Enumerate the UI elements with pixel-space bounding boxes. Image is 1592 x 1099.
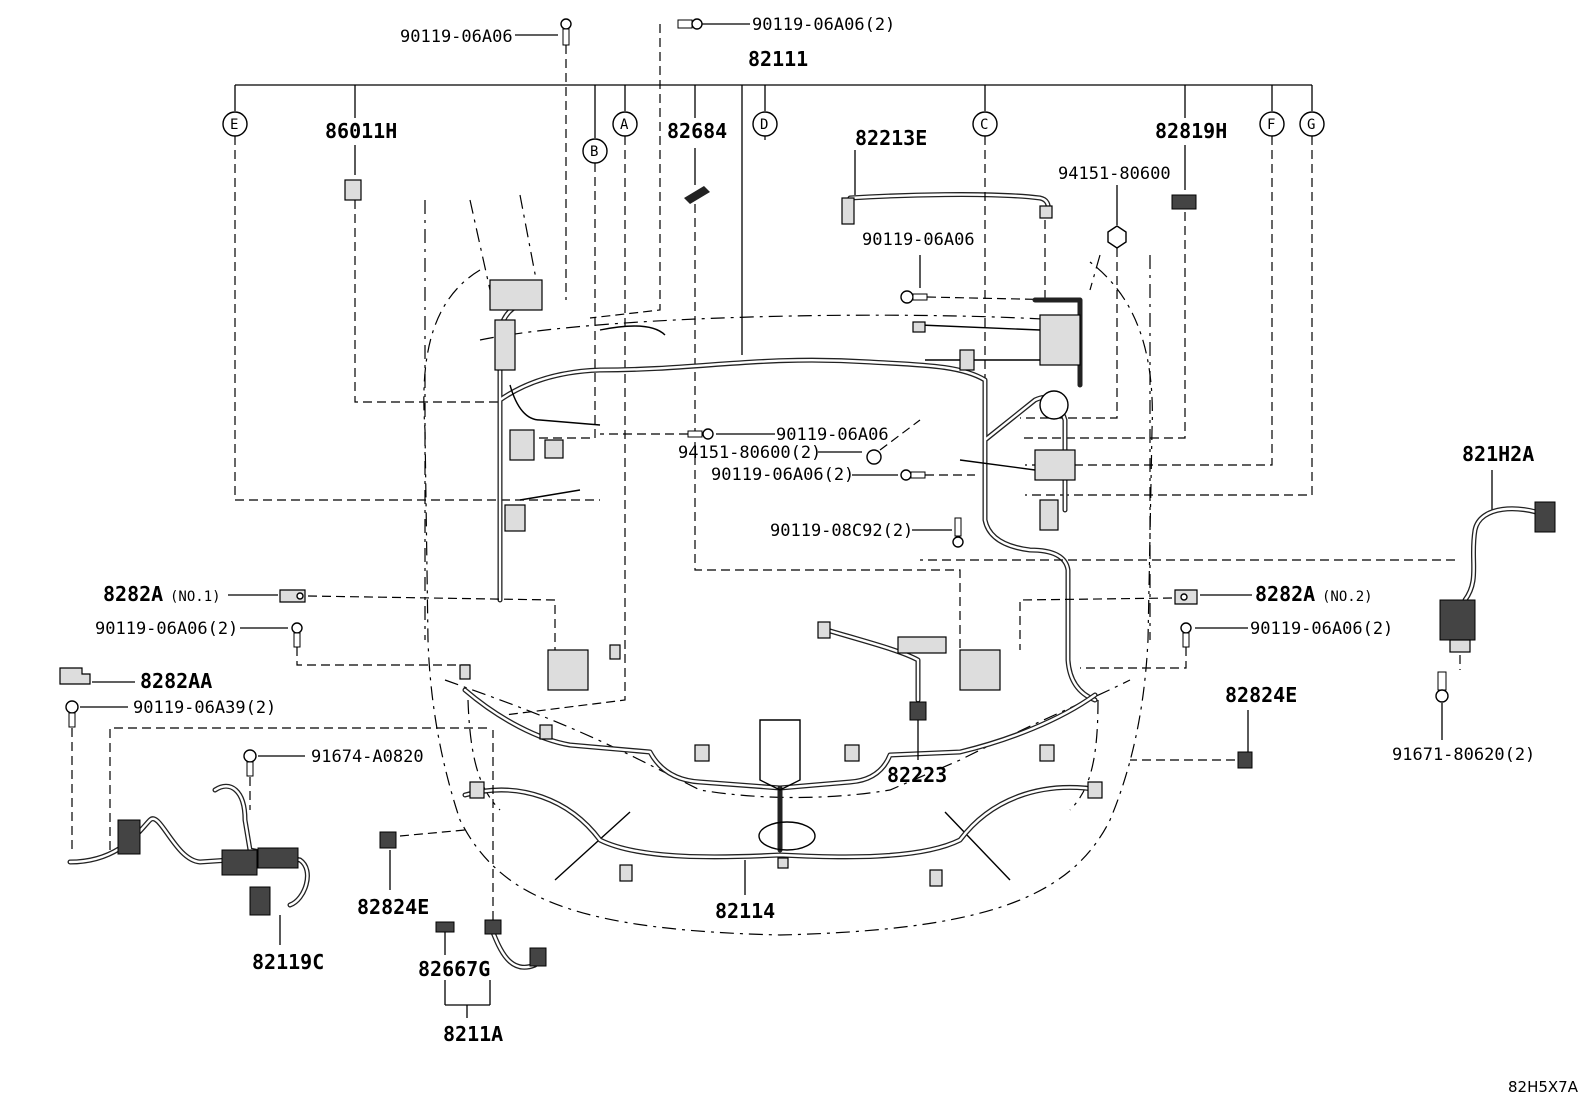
label-82114: 82114 (715, 899, 775, 923)
clip-82824E-left (379, 829, 466, 890)
svg-text:B: B (590, 144, 598, 160)
label-8211A: 8211A (443, 1022, 503, 1046)
harness-82111 (489, 279, 1098, 703)
label-91674-A0820: 91674-A0820 (311, 747, 424, 767)
label-82213E: 82213E (855, 126, 927, 150)
bolt-icon (515, 18, 572, 300)
label-94151-80600-2: 94151-80600(2) (678, 443, 821, 463)
nut-icon (1020, 185, 1127, 419)
label-821H2A: 821H2A (1462, 442, 1534, 466)
harness-82114 (459, 621, 1103, 895)
label-90119-06A06-top: 90119-06A06 (400, 27, 513, 47)
bolt-icon (1435, 671, 1449, 740)
label-82119C: 82119C (252, 950, 324, 974)
bolt-icon (65, 700, 490, 850)
label-82824E-left: 82824E (357, 895, 429, 919)
label-90119-08C92-2: 90119-08C92(2) (770, 521, 913, 541)
label-8282A-no1-tag: (NO.1) (170, 589, 221, 605)
label-86011H: 86011H (325, 119, 397, 143)
bolt-icon (1080, 622, 1248, 669)
label-82819H: 82819H (1155, 119, 1227, 143)
label-82667G: 82667G (418, 957, 490, 981)
bolt-icon (243, 749, 305, 810)
harness-8211A (444, 730, 547, 1018)
bolt-icon (912, 517, 964, 548)
svg-text:A: A (620, 117, 629, 133)
bolt-icon (600, 428, 775, 440)
label-90119-06A06-2-top: 90119-06A06(2) (752, 15, 895, 35)
svg-text:D: D (760, 117, 768, 133)
bolt-icon (852, 469, 975, 481)
label-8282A-no2: 8282A (1255, 582, 1315, 606)
ref-circle-E: E (222, 111, 248, 137)
ref-circle-B: B (582, 138, 608, 164)
svg-text:E: E (230, 117, 238, 133)
nut-icon (818, 419, 921, 465)
connector-86011H (344, 145, 500, 403)
diagram-code: 82H5X7A (1508, 1078, 1579, 1096)
tape-82684 (684, 148, 961, 650)
label-82684: 82684 (667, 119, 727, 143)
bolt-icon (589, 18, 750, 319)
ref-circle-C: C (972, 111, 998, 137)
label-8282A-no1: 8282A (103, 582, 163, 606)
harness-82119C (67, 783, 310, 945)
bracket-8282A-no1 (228, 589, 556, 650)
label-82223: 82223 (887, 763, 947, 787)
svg-text:F: F (1267, 117, 1275, 133)
label-90119-06A06-center: 90119-06A06 (776, 425, 889, 445)
label-90119-06A39-2: 90119-06A39(2) (133, 698, 276, 718)
label-90119-06A06-2-left: 90119-06A06(2) (95, 619, 238, 639)
svg-text:G: G (1307, 117, 1315, 133)
bracket-8282A-no2 (1019, 589, 1252, 650)
clip-82824E-right (1130, 710, 1253, 769)
harness-821H2A (920, 470, 1556, 670)
label-90119-06A06-mid: 90119-06A06 (862, 230, 975, 250)
connector-82819H (1020, 145, 1197, 439)
bracket-8282AA (59, 667, 135, 685)
harness-82213E (841, 150, 1053, 300)
ref-circle-G: G (1299, 111, 1325, 137)
label-90119-06A06-2-center: 90119-06A06(2) (711, 465, 854, 485)
label-8282A-no2-tag: (NO.2) (1322, 589, 1373, 605)
bolt-icon (900, 255, 1066, 304)
label-8282AA: 8282AA (140, 669, 212, 693)
label-94151-80600: 94151-80600 (1058, 164, 1171, 184)
bolt-icon (240, 622, 470, 666)
label-90119-06A06-2-right: 90119-06A06(2) (1250, 619, 1393, 639)
ref-circle-F: F (1259, 111, 1285, 137)
label-91671-80620-2: 91671-80620(2) (1392, 745, 1535, 765)
svg-text:C: C (980, 117, 988, 133)
ref-circle-A: A (612, 111, 638, 137)
label-82111: 82111 (748, 47, 808, 71)
top-bus (234, 84, 1313, 355)
label-82824E-right: 82824E (1225, 683, 1297, 707)
part-82667G (435, 921, 455, 955)
ref-circle-D: D (752, 111, 778, 137)
